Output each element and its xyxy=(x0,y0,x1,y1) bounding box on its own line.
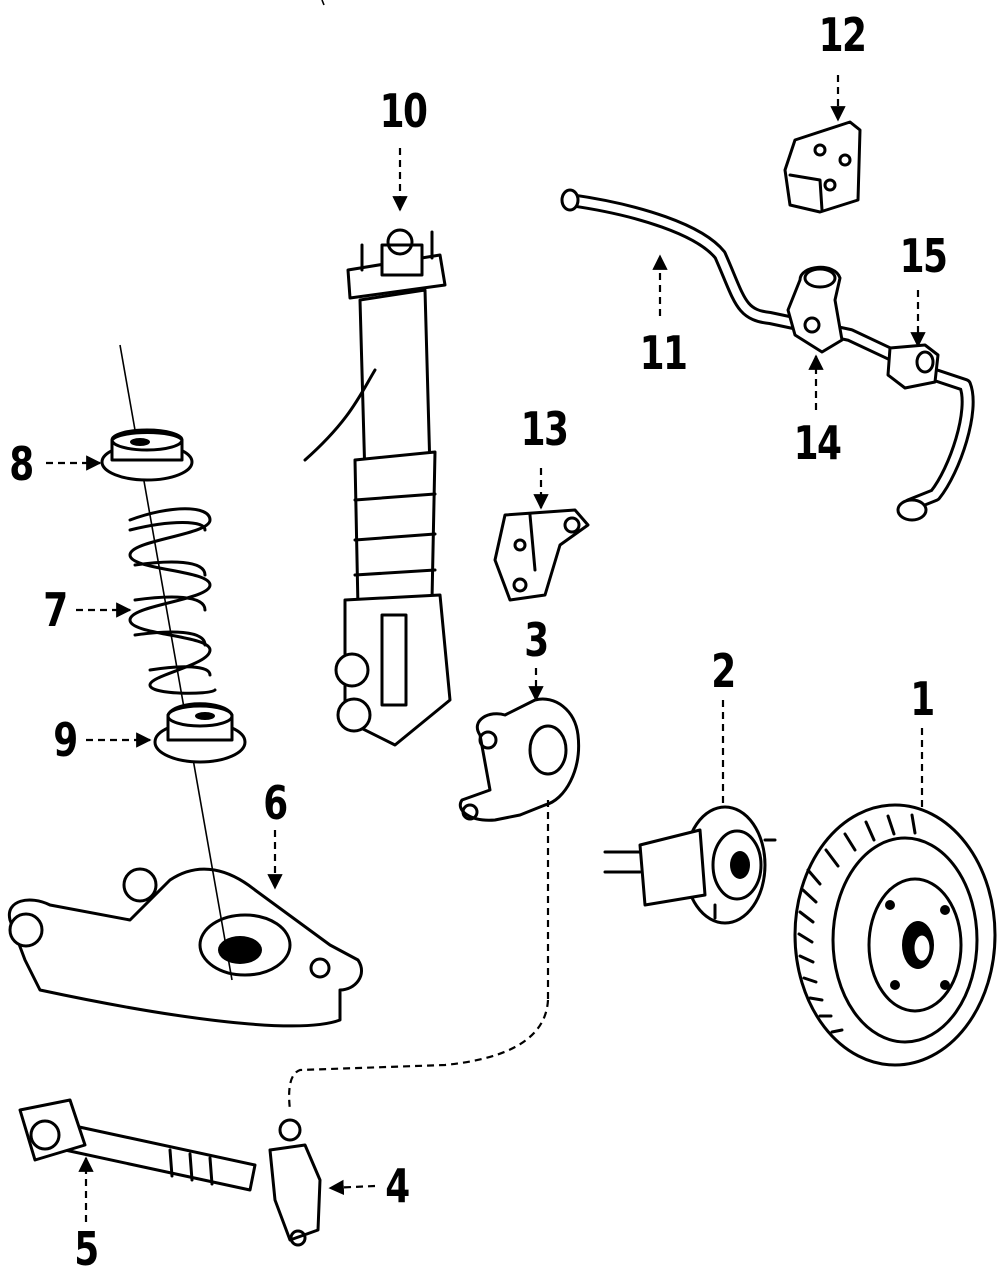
strut-assembly xyxy=(303,228,452,747)
callout-12: 12 xyxy=(818,8,867,62)
upper-bracket xyxy=(783,120,862,214)
brake-drum xyxy=(793,803,997,1067)
lower-control-arm xyxy=(7,867,363,1028)
leader-arrows xyxy=(46,75,930,1222)
callout-2: 2 xyxy=(711,644,736,698)
callout-6: 6 xyxy=(263,776,288,830)
callout-11: 11 xyxy=(639,326,688,380)
lower-spring-insulator xyxy=(153,702,247,764)
callout-15: 15 xyxy=(899,229,948,283)
stabilizer-link xyxy=(786,265,844,354)
callout-8: 8 xyxy=(9,437,34,491)
callout-14: 14 xyxy=(793,416,842,470)
callout-3: 3 xyxy=(524,613,549,667)
callout-10: 10 xyxy=(379,84,428,138)
callout-4: 4 xyxy=(385,1159,410,1213)
arrow-4 xyxy=(328,1179,376,1196)
knuckle xyxy=(288,697,581,1111)
mount-bracket xyxy=(493,508,590,602)
callout-7: 7 xyxy=(43,583,68,637)
callout-13: 13 xyxy=(520,402,569,456)
upper-spring-insulator xyxy=(100,428,194,482)
callout-5: 5 xyxy=(74,1222,99,1276)
callout-1: 1 xyxy=(910,672,935,726)
stabilizer-bushing xyxy=(886,343,940,390)
tie-rod xyxy=(18,1098,322,1247)
callout-9: 9 xyxy=(53,713,78,767)
stabilizer-bar xyxy=(560,188,975,522)
hub-bearing xyxy=(603,805,777,925)
